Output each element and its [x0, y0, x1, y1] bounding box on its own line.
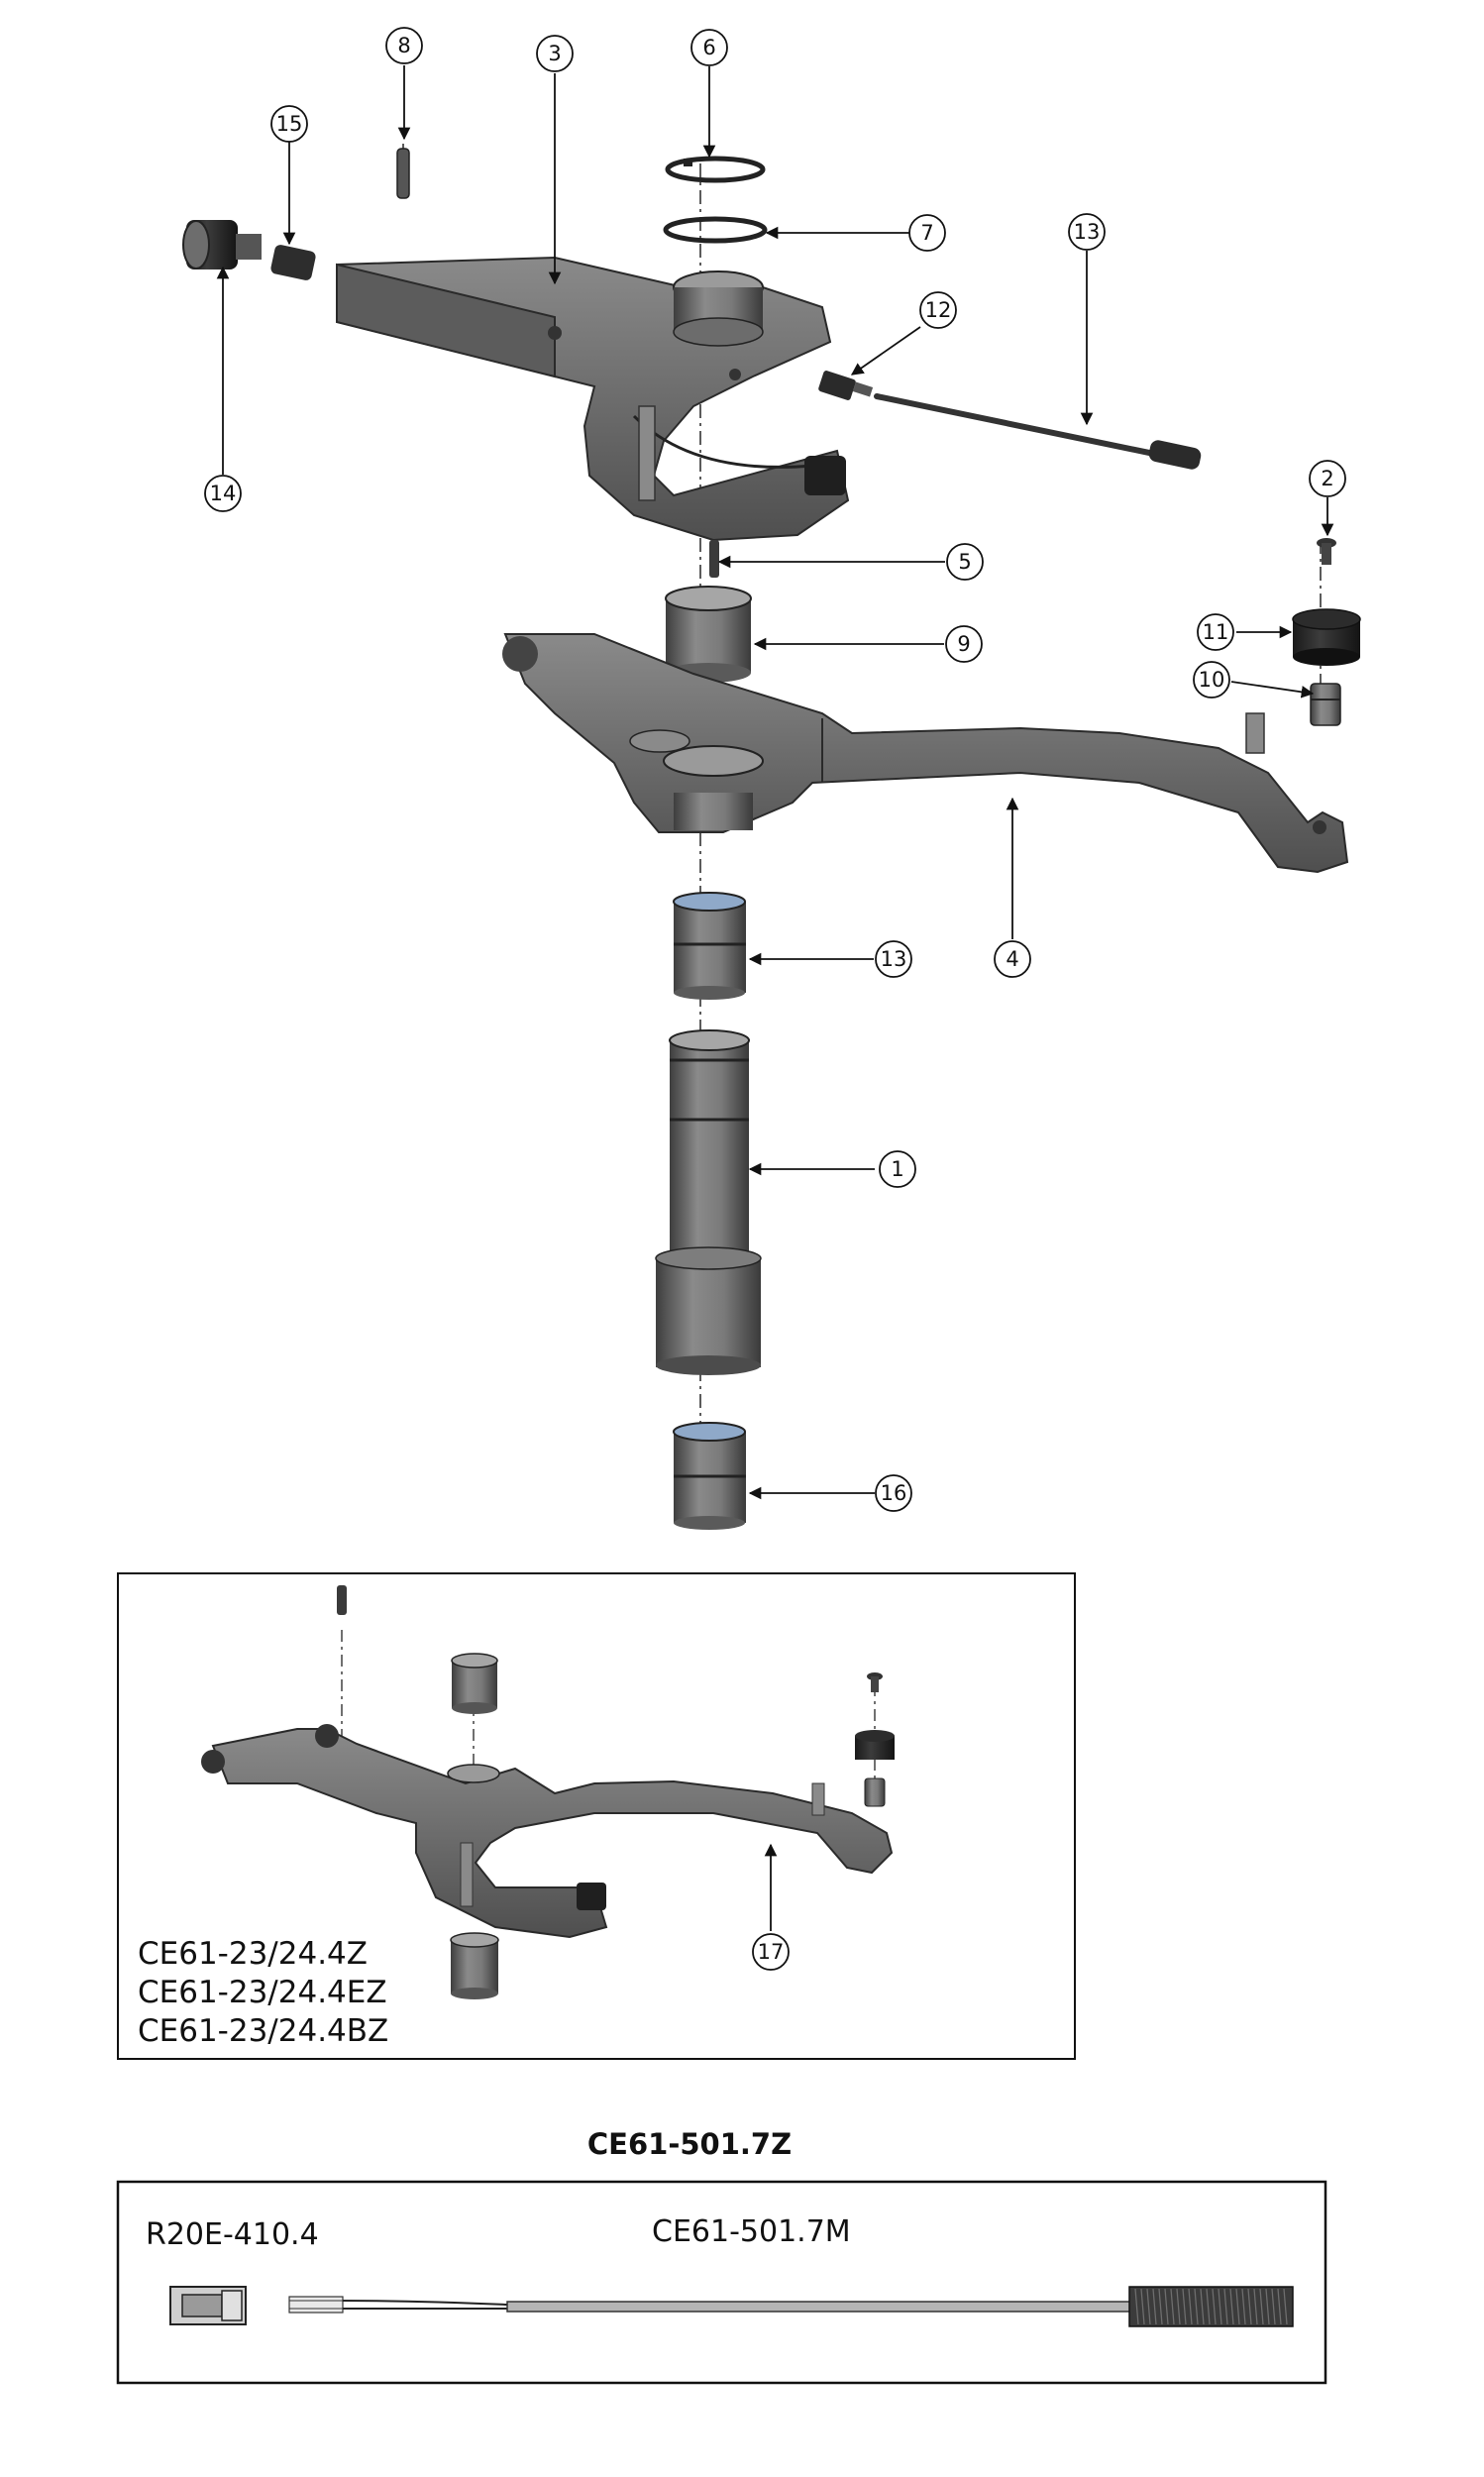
connector-icon: [169, 2286, 247, 2325]
callout-number: 13: [881, 947, 907, 971]
cable-thread-line: [1176, 2288, 1181, 2325]
upper-arm-part-3: [336, 256, 850, 542]
callout-circle: [1193, 661, 1230, 699]
cable-thread-line: [1247, 2288, 1252, 2325]
callout-number: 1: [891, 1157, 903, 1181]
variant-label-1: CE61-23/24.4Z: [138, 1936, 368, 1972]
callout-number: 15: [276, 112, 303, 136]
callout-number: 14: [210, 482, 237, 505]
cable-thread-line: [1283, 2288, 1288, 2325]
cable-thread-line: [1146, 2288, 1151, 2325]
sensor-part-12: [818, 371, 874, 400]
inset-arm-assembly: [201, 1724, 894, 1939]
lower-arm-part-4: [502, 633, 1349, 874]
callout-circle: [879, 1150, 916, 1188]
cable-thread-line: [1152, 2288, 1157, 2325]
cable-thread-line: [1200, 2288, 1205, 2325]
cable-thread-line: [1182, 2288, 1187, 2325]
cable-thread-line: [1218, 2288, 1222, 2325]
variant-label-2: CE61-23/24.4EZ: [138, 1975, 387, 2010]
bearing-part-13-upper: [673, 892, 746, 1000]
cable-thread-line: [1229, 2288, 1234, 2325]
retaining-ring-part-6: [665, 156, 766, 183]
callout-number: 2: [1321, 467, 1333, 490]
callout-circle: [875, 940, 912, 978]
callout-circle: [690, 29, 728, 66]
cable-thread-line: [1206, 2288, 1211, 2325]
callout-circle: [1309, 460, 1346, 497]
cable-thread-line: [1253, 2288, 1258, 2325]
inset-pin: [337, 1585, 347, 1615]
cable-thread-line: [1212, 2288, 1217, 2325]
pin-part-5: [709, 540, 719, 578]
screw-part-2: [1317, 538, 1336, 565]
callout-number: 16: [881, 1481, 907, 1505]
callout-number: 13: [1074, 220, 1101, 244]
callout-circle: [204, 475, 242, 512]
callout-number: 17: [758, 1940, 785, 1964]
callout-circle: [946, 543, 984, 581]
rod-part-14: [874, 393, 1202, 470]
callout-number: 9: [957, 632, 970, 656]
cable-thread-line: [1158, 2288, 1163, 2325]
cable-thread-line: [1271, 2288, 1276, 2325]
cable-thread-line: [1241, 2288, 1246, 2325]
ring-part-7: [663, 216, 768, 244]
variant-label-3: CE61-23/24.4BZ: [138, 2013, 388, 2049]
inset-bushing-top: [451, 1653, 498, 1714]
cable-part-label: CE61-501.7M: [652, 2214, 851, 2249]
callout-number: 3: [548, 42, 561, 65]
inset-assembly-box: CE61-23/24.4Z CE61-23/24.4EZ CE61-23/24.…: [117, 1572, 1076, 2060]
callout-number: 5: [958, 550, 971, 574]
roller-part-15: [182, 220, 262, 269]
callout-number: 6: [702, 36, 715, 59]
callout-number: 10: [1199, 668, 1225, 692]
pin-part-16: [270, 245, 316, 280]
cable-thread-line: [1265, 2288, 1270, 2325]
callout-number: 8: [397, 34, 410, 57]
inset-bushing-bottom: [450, 1932, 499, 1999]
callout-circle: [270, 105, 308, 143]
callout-circle: [1068, 213, 1106, 251]
cable-thread-line: [1235, 2288, 1240, 2325]
bearing-part-13-lower: [673, 1422, 746, 1530]
callout-number: 7: [920, 221, 933, 245]
spacer-part-10: [1310, 683, 1341, 726]
callout-number: 11: [1203, 620, 1229, 644]
callout-circle: [385, 27, 423, 64]
inset-stop-assembly: [855, 1672, 895, 1807]
pin-part-8: [396, 148, 410, 199]
cable-kit-title: CE61-501.7Z: [587, 2127, 792, 2161]
cable-thread-line: [1188, 2288, 1193, 2325]
callout-leaders: [216, 65, 1334, 1931]
cable-thread-line: [1194, 2288, 1199, 2325]
cable-thread-line: [1134, 2288, 1139, 2325]
cable-thread-line: [1140, 2288, 1145, 2325]
cable-thread-line: [1164, 2288, 1169, 2325]
column-part-1: [655, 1029, 762, 1375]
callout-circle: [875, 1474, 912, 1512]
cable-thread-line: [1259, 2288, 1264, 2325]
callout-circle: [908, 214, 946, 252]
callout-circle: [945, 625, 983, 663]
cable-icon: [288, 2286, 1294, 2327]
callout-circle: [919, 291, 957, 329]
cable-thread-line: [1277, 2288, 1282, 2325]
bumper-part-11: [1292, 608, 1361, 666]
callout-number: 12: [925, 298, 952, 322]
callout-circle: [994, 940, 1031, 978]
callout-number: 4: [1006, 947, 1018, 971]
cable-kit-box: R20E-410.4 CE61-501.7M: [116, 2180, 1327, 2385]
cable-thread-line: [1170, 2288, 1175, 2325]
connector-part-label: R20E-410.4: [146, 2217, 319, 2252]
callout-circle: [752, 1933, 790, 1971]
callout-circle: [536, 35, 574, 72]
cable-thread-line: [1223, 2288, 1228, 2325]
callout-circle: [1197, 613, 1234, 651]
